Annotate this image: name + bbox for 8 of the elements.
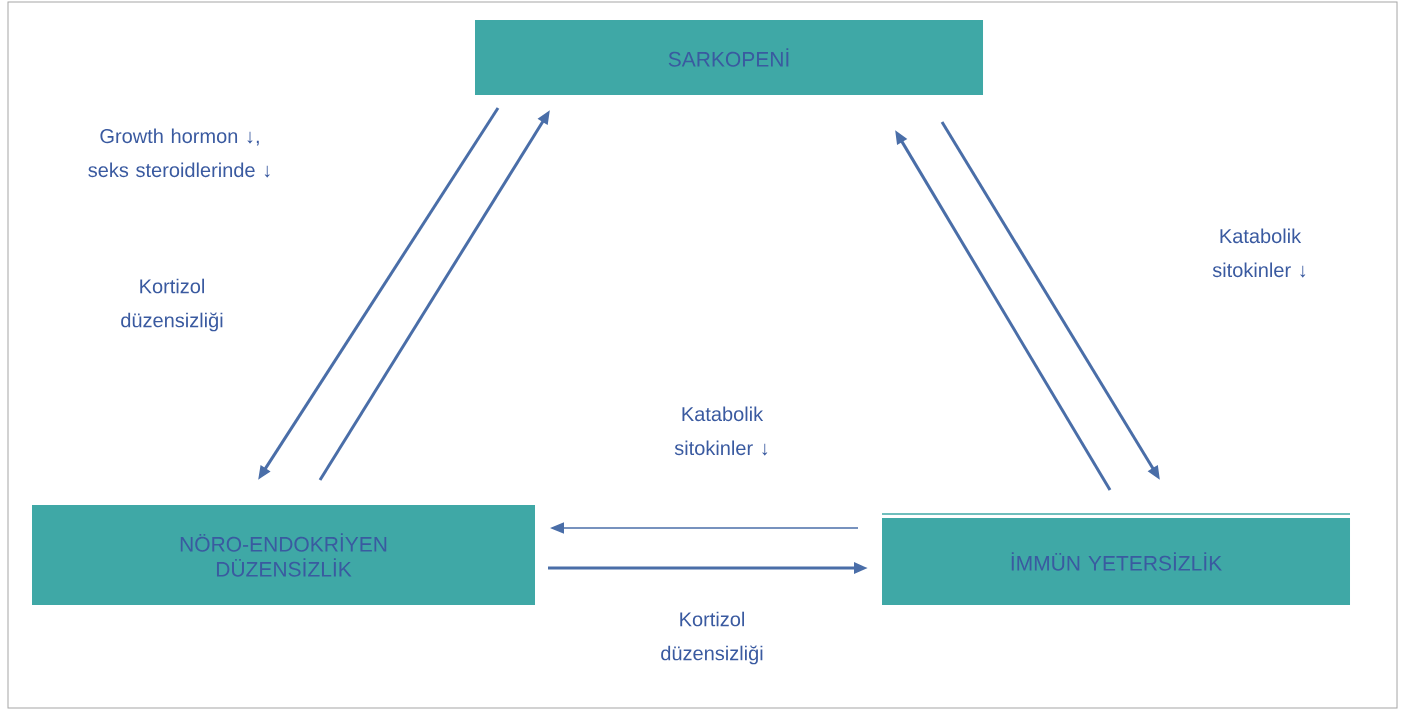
process-box: İMMÜN YETERSİZLİK xyxy=(882,518,1350,605)
annotation: Katabolik sitokinler ↓ xyxy=(1212,228,1306,278)
annotation: Katabolik sitokinler ↓ xyxy=(674,406,768,456)
process-box: NÖRO-ENDOKRİYEN DÜZENSİZLİK xyxy=(32,505,535,605)
annotation: Kortizol düzensizliği xyxy=(121,278,223,332)
process-box: SARKOPENİ xyxy=(475,20,983,95)
annotation: Kortizol düzensizliği xyxy=(661,611,763,665)
annotation: Growth hormon ↓, seks steroidlerinde ↓ xyxy=(88,128,270,178)
